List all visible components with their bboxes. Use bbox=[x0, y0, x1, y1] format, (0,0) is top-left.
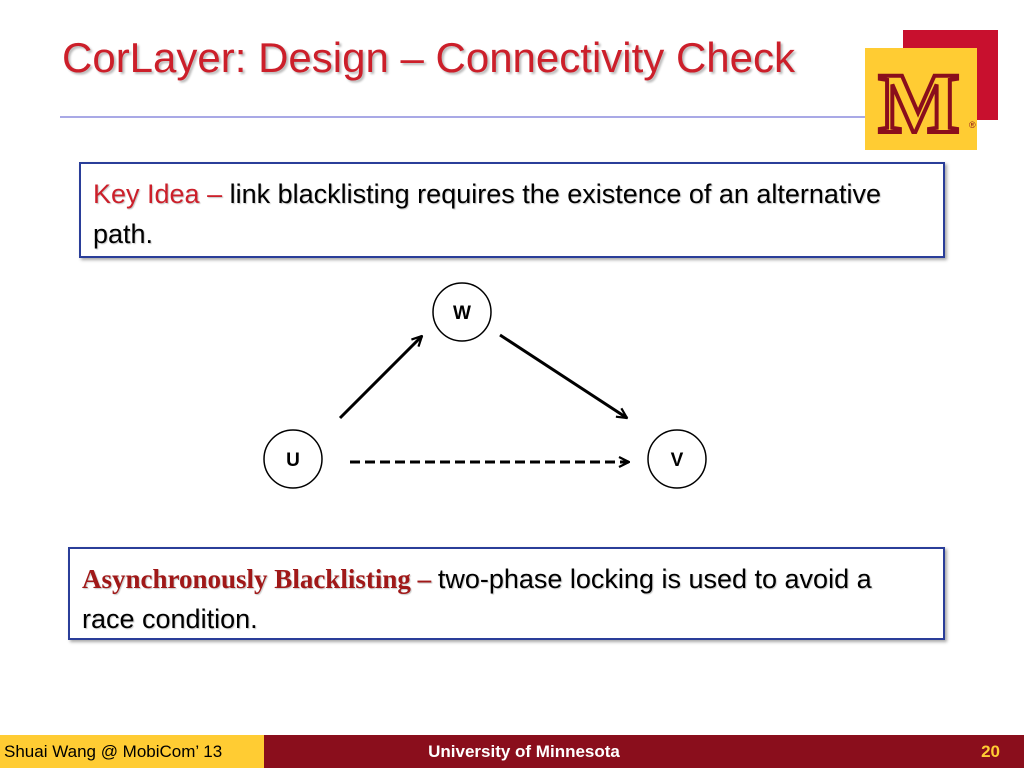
slide-title: CorLayer: Design – Connectivity Check bbox=[62, 34, 795, 81]
block-m-logo-icon: M ® bbox=[876, 53, 976, 150]
async-blacklisting-text: Asynchronously Blacklisting – two-phase … bbox=[82, 559, 931, 639]
node-v: V bbox=[647, 429, 707, 489]
footer-page-number: 20 bbox=[981, 742, 1000, 761]
async-blacklisting-label: Asynchronously Blacklisting – bbox=[82, 564, 438, 594]
logo-letter: M bbox=[878, 55, 959, 150]
footer-institution: University of Minnesota bbox=[428, 742, 620, 761]
node-v-label: V bbox=[671, 450, 684, 471]
key-idea-box: Key Idea – link blacklisting requires th… bbox=[79, 162, 945, 258]
logo-registered-mark: ® bbox=[969, 120, 976, 130]
node-u: U bbox=[263, 429, 323, 489]
key-idea-body: link blacklisting requires the existence… bbox=[93, 179, 881, 249]
footer-author: Shuai Wang @ MobiCom’ 13 bbox=[0, 735, 264, 768]
title-divider bbox=[60, 116, 900, 118]
university-logo: M ® bbox=[865, 48, 977, 150]
async-blacklisting-body: two-phase locking is used to avoid a rac… bbox=[82, 564, 872, 634]
edge-u-to-w bbox=[338, 336, 422, 420]
async-blacklisting-box: Asynchronously Blacklisting – two-phase … bbox=[68, 547, 945, 640]
key-idea-label: Key Idea – bbox=[93, 179, 230, 209]
node-u-label: U bbox=[286, 450, 300, 471]
edge-w-to-v bbox=[499, 333, 627, 418]
key-idea-text: Key Idea – link blacklisting requires th… bbox=[93, 174, 931, 254]
node-w-label: W bbox=[453, 303, 471, 324]
node-w: W bbox=[432, 282, 492, 342]
